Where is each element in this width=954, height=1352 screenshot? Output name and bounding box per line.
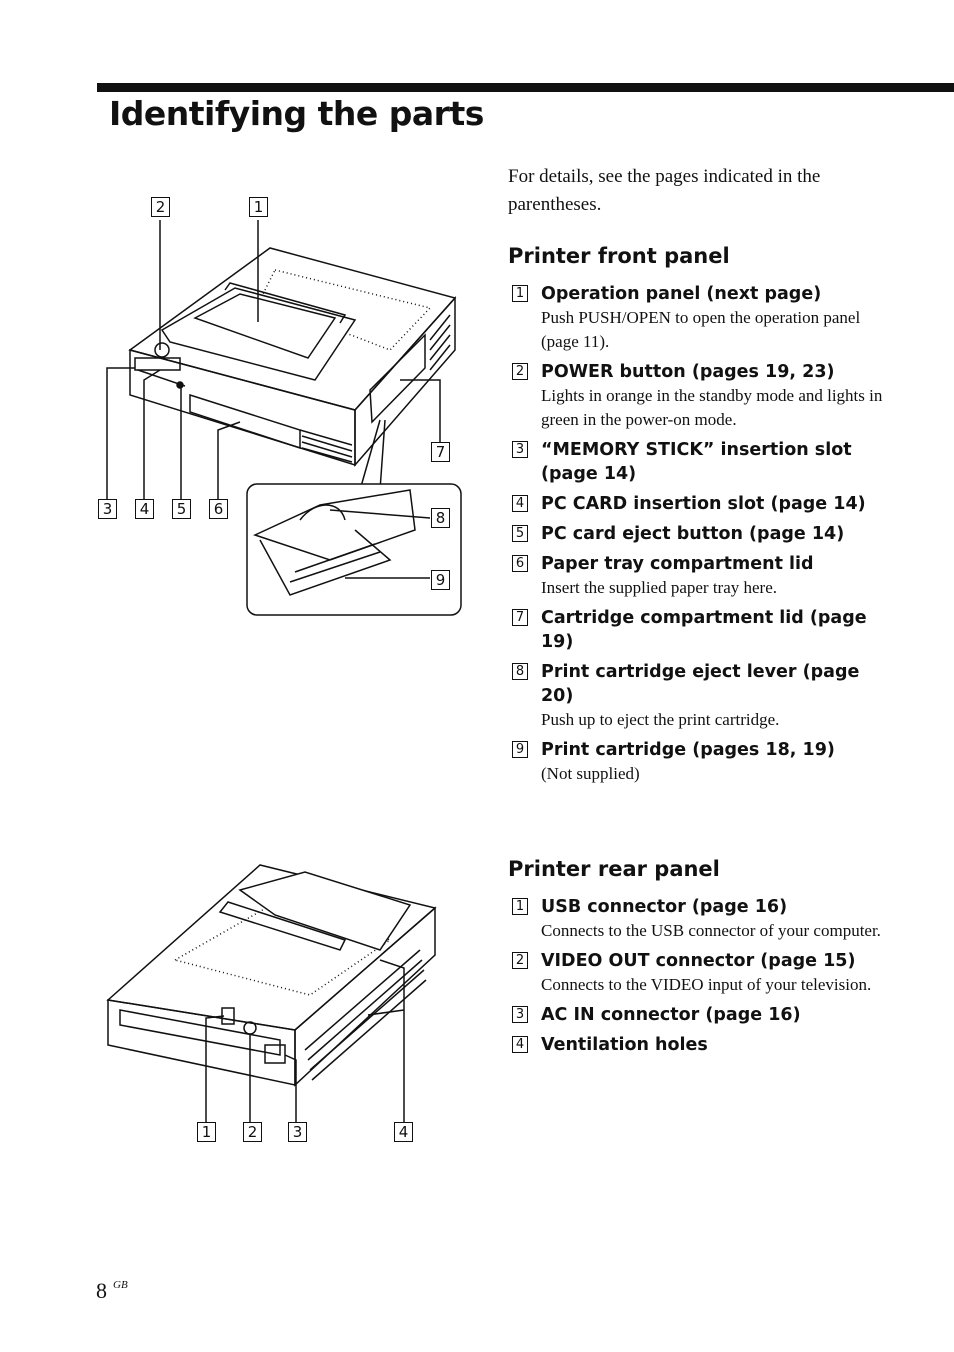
item-description: Lights in orange in the standby mode and…: [541, 386, 883, 429]
rear-callout-1: 1: [197, 1122, 216, 1142]
item-description: Connects to the USB connector of your co…: [541, 921, 881, 940]
front-callout-3: 3: [98, 499, 117, 519]
page-title: Identifying the parts: [109, 94, 484, 133]
front-panel-item: 4 PC CARD insertion slot (page 14): [508, 492, 883, 516]
title-rule: [97, 83, 954, 92]
front-callout-4: 4: [135, 499, 154, 519]
rear-panel-list: 1 USB connector (page 16) Connects to the …: [508, 895, 883, 1063]
rear-panel-item: 4 Ventilation holes: [508, 1033, 883, 1057]
page-number: 8: [96, 1278, 107, 1303]
front-callout-1: 1: [249, 197, 268, 217]
rear-panel-illustration: 1 2 3 4: [100, 860, 440, 1150]
front-callout-7: 7: [431, 442, 450, 462]
item-number: 3: [512, 441, 528, 458]
item-title: VIDEO OUT connector (page 15): [541, 951, 856, 971]
rear-callout-2: 2: [243, 1122, 262, 1142]
item-number: 3: [512, 1006, 528, 1023]
rear-callout-3: 3: [288, 1122, 307, 1142]
rear-panel-item: 3 AC IN connector (page 16): [508, 1003, 883, 1027]
front-panel-item: 2 POWER button (pages 19, 23) Lights in or…: [508, 360, 883, 432]
item-number: 1: [512, 285, 528, 302]
rear-panel-item: 2 VIDEO OUT connector (page 15) Connects t…: [508, 949, 883, 997]
front-callout-6: 6: [209, 499, 228, 519]
item-description: Insert the supplied paper tray here.: [541, 578, 778, 597]
front-callout-5: 5: [172, 499, 191, 519]
front-panel-item: 8 Print cartridge eject lever (page 20) Pu…: [508, 660, 883, 732]
item-number: 4: [512, 1036, 528, 1053]
item-number: 2: [512, 363, 528, 380]
front-callout-2: 2: [151, 197, 170, 217]
page-footer: 8 GB: [96, 1278, 128, 1304]
item-number: 5: [512, 525, 528, 542]
item-title: Ventilation holes: [541, 1035, 708, 1055]
item-description: Push PUSH/OPEN to open the operation pan…: [541, 308, 861, 351]
front-callout-9: 9: [431, 570, 450, 590]
item-title: Print cartridge (pages 18, 19): [541, 740, 835, 760]
item-title: Operation panel (next page): [541, 284, 822, 304]
item-number: 8: [512, 663, 528, 680]
item-number: 6: [512, 555, 528, 572]
front-panel-list: 1 Operation panel (next page) Push PUSH/OP…: [508, 282, 883, 792]
item-title: USB connector (page 16): [541, 897, 788, 917]
front-panel-illustration: 2 1 7 3 4 5 6 8 9: [90, 190, 470, 620]
item-number: 9: [512, 741, 528, 758]
item-number: 4: [512, 495, 528, 512]
item-number: 1: [512, 898, 528, 915]
front-panel-item: 3 “MEMORY STICK” insertion slot (page 14): [508, 438, 883, 486]
item-number: 2: [512, 952, 528, 969]
item-description: Push up to eject the print cartridge.: [541, 710, 780, 729]
front-panel-item: 7 Cartridge compartment lid (page 19): [508, 606, 883, 654]
intro-text: For details, see the pages indicated in …: [508, 166, 821, 215]
item-description: (Not supplied): [541, 764, 640, 783]
item-title: “MEMORY STICK” insertion slot (page 14): [541, 440, 852, 484]
printer-front-drawing: [106, 220, 462, 616]
item-title: PC card eject button (page 14): [541, 524, 845, 544]
page-suffix: GB: [113, 1279, 128, 1291]
item-title: PC CARD insertion slot (page 14): [541, 494, 866, 514]
item-title: Paper tray compartment lid: [541, 554, 814, 574]
item-number: 7: [512, 609, 528, 626]
item-title: POWER button (pages 19, 23): [541, 362, 835, 382]
item-title: AC IN connector (page 16): [541, 1005, 801, 1025]
item-description: Connects to the VIDEO input of your tele…: [541, 975, 872, 994]
item-title: Cartridge compartment lid (page 19): [541, 608, 867, 652]
front-panel-item: 5 PC card eject button (page 14): [508, 522, 883, 546]
front-panel-item: 9 Print cartridge (pages 18, 19) (Not supp…: [508, 738, 883, 786]
front-panel-item: 1 Operation panel (next page) Push PUSH/OP…: [508, 282, 883, 354]
item-title: Print cartridge eject lever (page 20): [541, 662, 860, 706]
front-panel-heading: Printer front panel: [508, 244, 730, 268]
rear-panel-item: 1 USB connector (page 16) Connects to the …: [508, 895, 883, 943]
front-callout-8: 8: [431, 508, 450, 528]
rear-panel-heading: Printer rear panel: [508, 857, 720, 881]
rear-callout-4: 4: [394, 1122, 413, 1142]
printer-rear-drawing: [106, 864, 437, 1130]
